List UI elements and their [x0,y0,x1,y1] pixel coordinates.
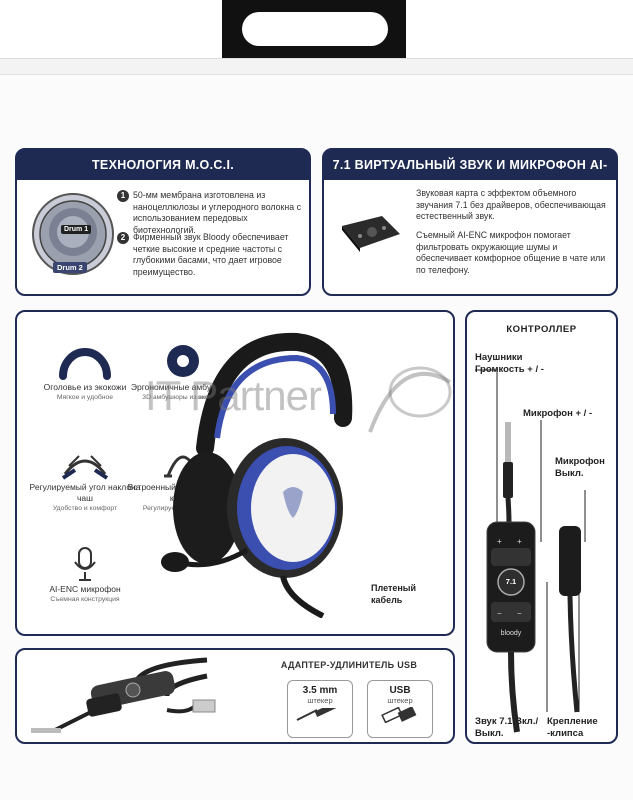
moci-panel: ТЕХНОЛОГИЯ M.O.C.I. Drum 1 Drum 2 1 50-м… [15,148,311,296]
moci-title: ТЕХНОЛОГИЯ M.O.C.I. [17,150,309,180]
hanger-hole [242,12,388,46]
feature-cushion-title: Эргономичные амбушюры [130,382,236,392]
usb-adapter-image [27,654,247,740]
usb-plug-card: USB штекер [367,680,433,738]
clip-label: Крепление -клипса [547,716,598,739]
jack-plug-label: штекер [307,696,333,705]
watermark-text: IT Partner [145,372,322,419]
moci-point-1-text: 50-мм мембрана изготовлена из наноцеллюл… [133,190,301,235]
controller-badge: 7.1 [505,577,517,586]
drum-graphic: Drum 1 Drum 2 [31,192,115,276]
moci-point-2: 2 Фирменный звук Bloody обеспечивает чет… [117,232,303,278]
jack-plug-icon [296,702,338,721]
controller-graphic: + + − − [475,369,586,733]
number-2-badge: 2 [117,232,129,244]
usb-panel: АДАПТЕР-УДЛИНИТЕЛЬ USB 3.5 mm штекер USB… [15,648,455,744]
feature-headband-sub: Мягкое и удобное [56,394,114,401]
microphone-icon [29,544,141,584]
feature-headband: Оголовье из экокожи Мягкое и удобное [29,342,141,402]
sound-card-icon [338,212,404,252]
controller-title: КОНТРОЛЛЕР [506,324,577,335]
number-1-badge: 1 [117,190,129,202]
feature-mic-sub: Съемная конструкция [50,596,120,603]
headset-image [147,318,357,619]
jack-plug-card: 3.5 mm штекер [287,680,353,738]
mic-volume-label: Микрофон + / - [523,408,593,419]
moci-point-1: 1 50-мм мембрана изготовлена из наноцелл… [117,190,303,236]
usb-size: USB [389,685,411,696]
drum2-label: Drum 2 [53,262,87,273]
ear-cushion-icon [127,342,239,382]
watermark-logo-icon [360,352,460,442]
feature-tilt-title: Регулируемый угол наклона чаш [29,482,141,503]
surround-text-2: Съемный AI-ENC микрофон помогает фильтро… [416,230,606,275]
usb-plug-icon [381,706,417,724]
tilt-icon [29,442,141,482]
controller-panel: КОНТРОЛЛЕР Наушники Громкость + / - Микр… [465,310,618,744]
controller-brand: bloody [500,630,522,637]
headphones-volume-label: Наушники Громкость + / - [475,352,544,375]
feature-headband-title: Оголовье из экокожи [43,382,127,392]
svg-text:+: + [517,537,522,546]
usb-title: АДАПТЕР-УДЛИНИТЕЛЬ USB [280,660,418,670]
feature-tilt: Регулируемый угол наклона чаш Удобство и… [29,442,141,513]
mic-off-label: Микрофон Выкл. [555,456,605,479]
feature-tilt-sub: Удобство и комфорт [52,505,118,512]
feature-cushion-sub: 3D амбушюры из экокожи [142,394,224,401]
headband-icon [29,342,141,382]
surround-panel: 7.1 ВИРТУАЛЬНЫЙ ЗВУК И МИКРОФОН AI-ENC З… [322,148,618,296]
surround-title: 7.1 ВИРТУАЛЬНЫЙ ЗВУК И МИКРОФОН AI-ENC [324,150,616,202]
sound71-label: Звук 7.1 Вкл./Выкл. [475,716,539,739]
feature-mic: AI-ENC микрофон Съемная конструкция [29,544,141,604]
drum1-label: Drum 1 [61,225,92,234]
svg-text:−: − [517,609,522,618]
feature-cushion: Эргономичные амбушюры 3D амбушюры из эко… [127,342,239,402]
features-panel: Оголовье из экокожи Мягкое и удобное Эрг… [15,310,455,636]
braided-cable-label: Плетеный кабель [371,583,417,605]
svg-text:−: − [497,609,502,618]
feature-mic-title: AI-ENC микрофон [49,584,121,594]
usb-plug-label: штекер [387,696,413,705]
jack-size: 3.5 mm [302,685,338,696]
surround-text-1: Звуковая карта с эффектом объемного звуч… [416,188,606,221]
moci-point-2-text: Фирменный звук Bloody обеспечивает четки… [133,232,289,277]
svg-text:+: + [497,537,502,546]
